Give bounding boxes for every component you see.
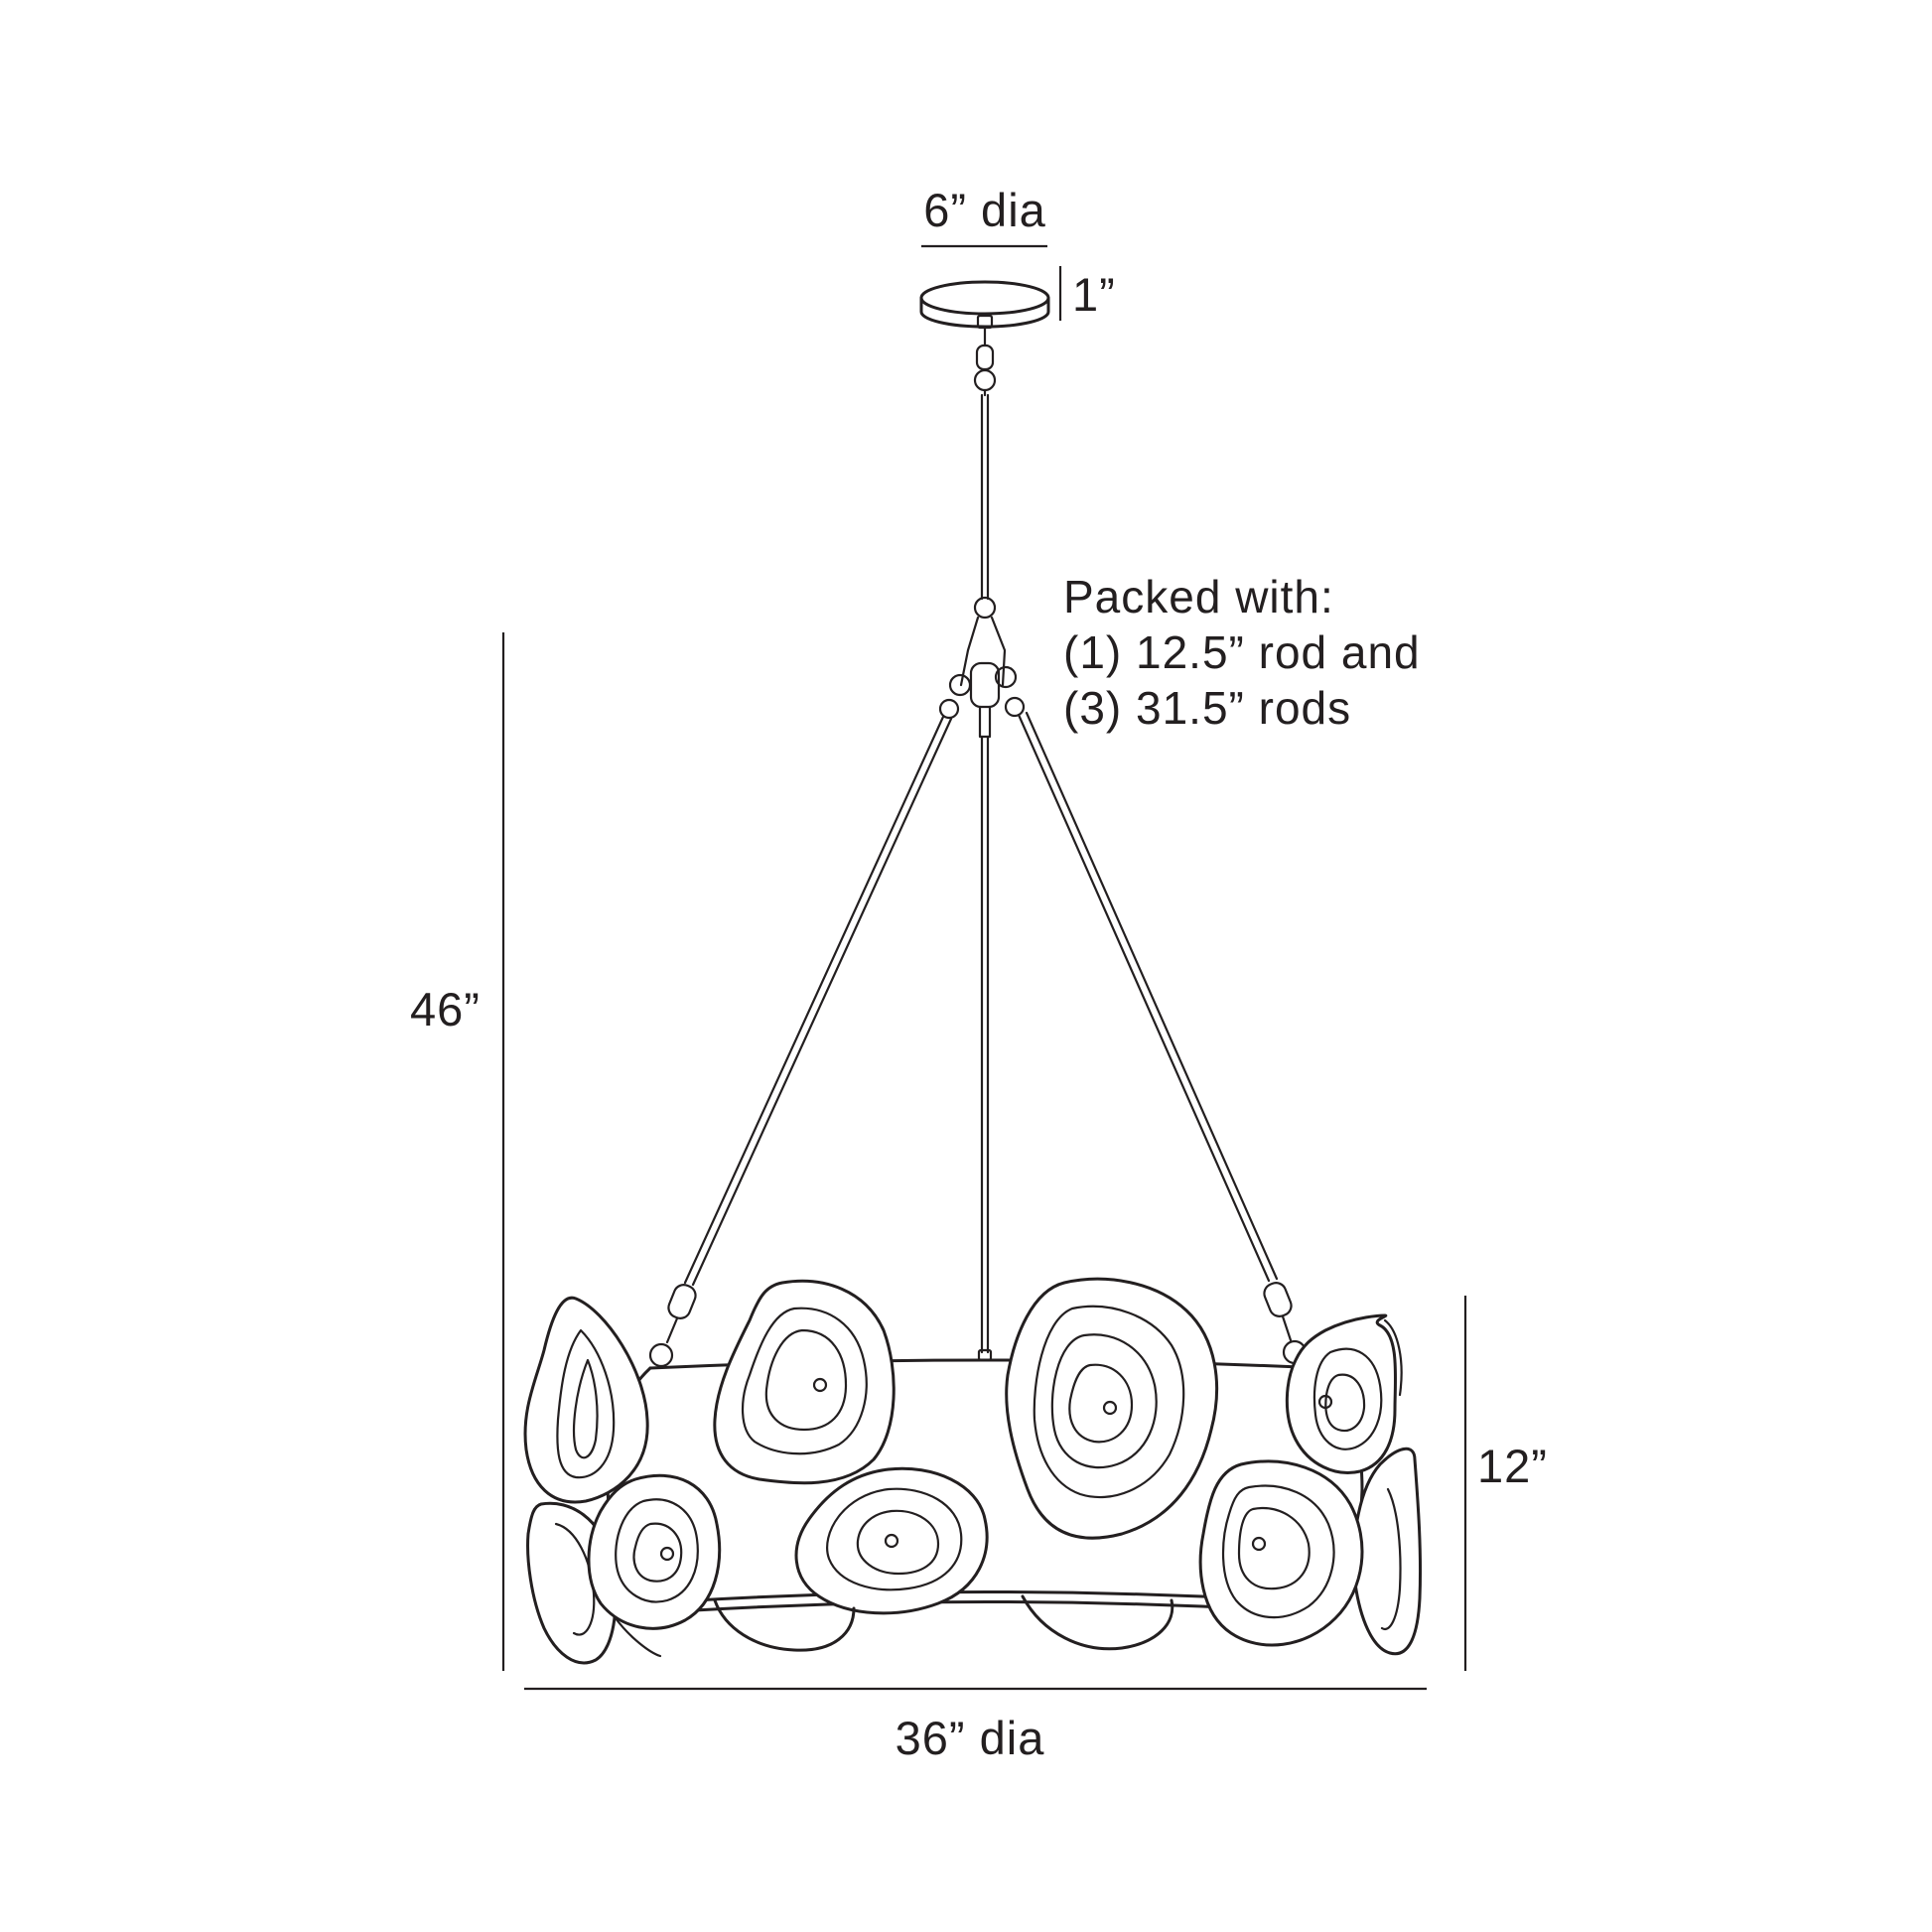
packing-note: Packed with: (1) 12.5” rod and (3) 31.5”… [1063, 571, 1421, 734]
packing-note-line-3: (3) 31.5” rods [1063, 682, 1351, 734]
petal-bottom-center [1021, 1594, 1174, 1651]
petal-bottom-left [713, 1598, 856, 1652]
support-rods [683, 711, 1279, 1354]
upper-down-rod [980, 393, 990, 601]
shade-diameter-label: 36” dia [896, 1712, 1045, 1764]
shade-height-label: 12” [1477, 1440, 1548, 1492]
petal-lower-right [1198, 1459, 1364, 1647]
canopy-height-dimension: 1” [1058, 266, 1116, 321]
overall-height-dimension: 46” [410, 632, 505, 1671]
petal-right-lower [1352, 1447, 1423, 1656]
petal-right-upper [1285, 1313, 1403, 1474]
petal-lower-left [587, 1473, 722, 1658]
petal-left-upper [523, 1296, 649, 1504]
glass-petals [523, 1277, 1423, 1665]
petal-lower-center [794, 1466, 989, 1615]
canopy-height-label: 1” [1072, 268, 1116, 321]
overall-height-label: 46” [410, 983, 481, 1035]
rod-junction-hardware [938, 596, 1026, 739]
packing-note-line-2: (1) 12.5” rod and [1063, 626, 1421, 678]
center-rod-cap [977, 1348, 993, 1362]
canopy-diameter-dimension: 6” dia [921, 184, 1047, 248]
canopy-diameter-label: 6” dia [923, 184, 1046, 236]
shade-diameter-dimension: 36” dia [524, 1687, 1427, 1764]
packing-note-line-1: Packed with: [1063, 571, 1334, 622]
ceiling-canopy [919, 280, 1050, 397]
petal-left-center-upper [713, 1279, 896, 1485]
shade-height-dimension: 12” [1463, 1296, 1548, 1671]
petal-center-upper [1005, 1277, 1219, 1540]
